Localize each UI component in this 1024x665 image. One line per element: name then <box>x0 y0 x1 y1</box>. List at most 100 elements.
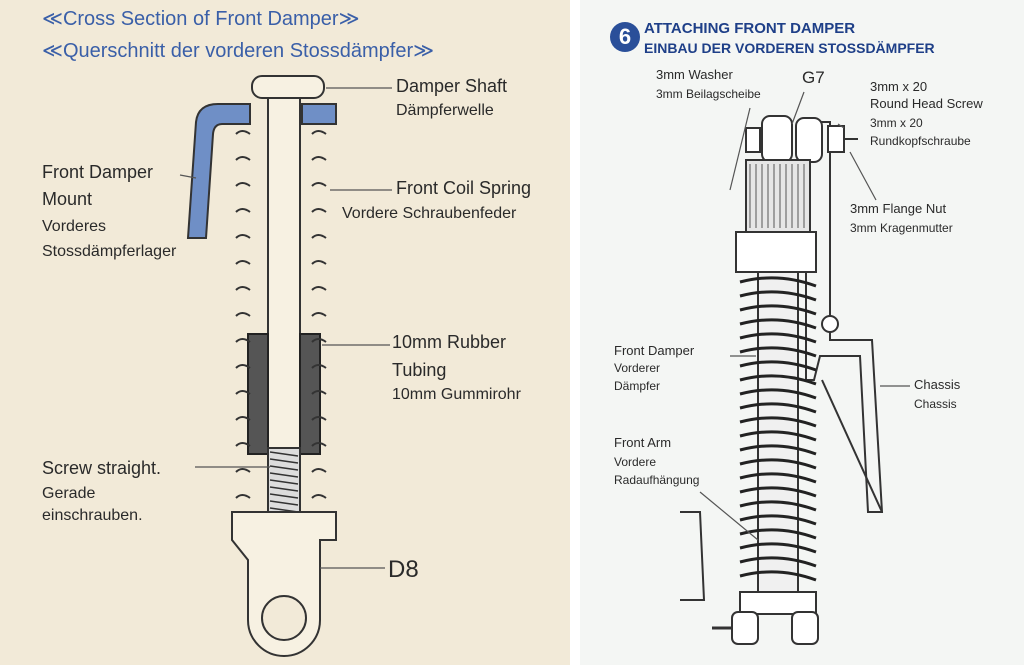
bracket-screw-head <box>821 315 839 333</box>
spring-coil <box>739 472 817 484</box>
spring-coil <box>739 276 817 288</box>
rubber-tubing-label-2: Tubing <box>392 360 447 380</box>
spring-coil <box>739 318 817 330</box>
front-arm-label: Front Arm <box>614 435 672 450</box>
coil-left <box>235 312 251 317</box>
mount-label-2: Mount <box>42 189 93 209</box>
coil-left <box>235 416 251 421</box>
rubber-tubing-right <box>299 333 321 455</box>
chassis-bracket <box>805 121 884 513</box>
front-arm-bracket <box>680 511 706 601</box>
shaft-head <box>251 75 325 99</box>
coil-right <box>311 286 327 291</box>
damper-body <box>735 231 817 273</box>
eyelet-hole <box>261 595 307 641</box>
coil-left <box>235 208 251 213</box>
spring-coil <box>739 346 817 358</box>
spring-coil <box>739 304 817 316</box>
thread-line <box>269 451 299 457</box>
spring-coil <box>739 542 817 554</box>
coil-left <box>235 390 251 395</box>
damper-shaft <box>267 97 301 459</box>
thread-line <box>269 486 299 492</box>
spring-coil <box>739 500 817 512</box>
coil-right <box>311 130 327 135</box>
coil-right <box>311 260 327 265</box>
damper-mount <box>186 103 251 239</box>
spring-coil <box>739 360 817 372</box>
coil-left <box>235 182 251 187</box>
coil-left <box>235 130 251 135</box>
coil-left <box>235 234 251 239</box>
front-damper-label: Front Damper <box>614 343 695 358</box>
spring-coil <box>739 556 817 568</box>
spring-coil <box>739 528 817 540</box>
left-title-de: ≪Querschnitt der vorderen Stossdämpfer≫ <box>42 40 435 62</box>
front-damper-label-de-1: Vorderer <box>614 361 661 375</box>
front-damper-label-de-2: Dämpfer <box>614 379 661 393</box>
front-arm-label-de-1: Vordere <box>614 455 657 469</box>
flange-nut-label: 3mm Flange Nut <box>850 201 947 216</box>
spring-coil <box>739 332 817 344</box>
coil-right <box>311 468 327 473</box>
damper-shaft-label-de: Dämpferwelle <box>396 102 494 119</box>
coil-right <box>311 416 327 421</box>
coil-spring-label: Front Coil Spring <box>396 178 532 198</box>
spring-coil <box>739 444 817 456</box>
coil-right <box>311 182 327 187</box>
bottom-screw-right <box>791 611 819 645</box>
damper-mount-right <box>301 103 337 125</box>
coil-left <box>235 260 251 265</box>
thread-line <box>269 465 299 471</box>
front-arm-label-de-2: Radaufhängung <box>614 473 700 487</box>
screw-label-2: Round Head Screw <box>870 96 983 111</box>
spring-coil <box>739 458 817 470</box>
chassis-label-de: Chassis <box>914 397 957 411</box>
washer <box>745 127 761 153</box>
spring-coil <box>739 570 817 582</box>
coil-left <box>235 364 251 369</box>
part-code-d8: D8 <box>388 556 419 583</box>
thread-line <box>269 472 299 478</box>
thread-line <box>269 458 299 464</box>
spring-coil <box>739 290 817 302</box>
damper-shaft-label: Damper Shaft <box>396 76 508 96</box>
coil-right <box>311 364 327 369</box>
screw-straight-label: Screw straight. <box>42 458 162 478</box>
rubber-tubing-label-de: 10mm Gummirohr <box>392 386 521 403</box>
screw-straight-label-de-1: Gerade <box>42 485 96 502</box>
screw-straight-label-de-2: einschrauben. <box>42 507 143 524</box>
coil-right <box>311 338 327 343</box>
coil-right <box>311 208 327 213</box>
cross-section-panel: ≪Cross Section of Front Damper≫ ≪Quersch… <box>0 0 570 665</box>
spring-coil <box>739 402 817 414</box>
coil-left <box>235 468 251 473</box>
round-head-screw <box>795 117 823 163</box>
mount-label-de-2: Stossdämpferlager <box>42 243 177 260</box>
bottom-screw-left <box>731 611 759 645</box>
right-title-de: EINBAU DER VORDEREN STOSSDÄMPFER <box>644 40 935 56</box>
damper-bottom <box>739 591 817 615</box>
mount-label-de-1: Vorderes <box>42 218 107 235</box>
mount-label-1: Front Damper <box>42 162 154 182</box>
flange-nut-label-de: 3mm Kragenmutter <box>850 221 953 235</box>
part-code-g7: G7 <box>802 68 825 87</box>
screw-label-1: 3mm x 20 <box>870 79 928 94</box>
spring-coil <box>739 388 817 400</box>
eyelet-body <box>231 511 337 657</box>
left-title-en: ≪Cross Section of Front Damper≫ <box>42 8 360 30</box>
chassis-label: Chassis <box>914 377 961 392</box>
cross-section-drawing <box>179 75 392 657</box>
coil-left <box>235 494 251 499</box>
coil-right <box>311 156 327 161</box>
step-number-badge: 6 <box>610 22 640 52</box>
attach-damper-panel: 6 ATTACHING FRONT DAMPER EINBAU DER VORD… <box>580 0 1024 665</box>
coil-left <box>235 156 251 161</box>
screw-label-de-2: Rundkopfschraube <box>870 134 971 148</box>
rubber-tubing-left <box>247 333 269 455</box>
spring-coil <box>739 486 817 498</box>
spring-coil <box>739 514 817 526</box>
washer-label: 3mm Washer <box>656 67 733 82</box>
damper-top-eye <box>761 115 793 163</box>
coil-left <box>235 338 251 343</box>
